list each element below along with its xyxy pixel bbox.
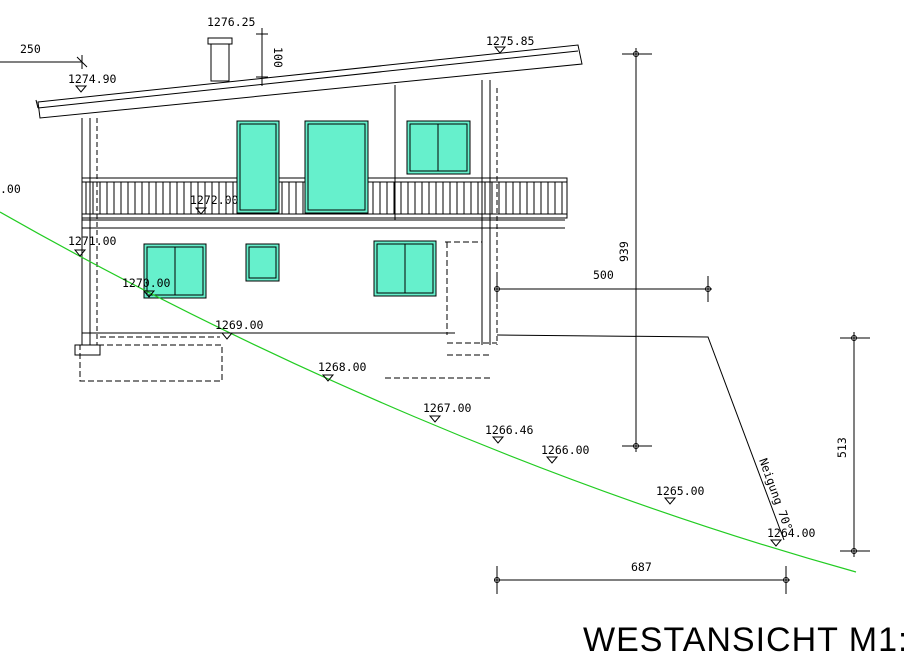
label-elevation-1266: 1266.00 xyxy=(541,443,590,457)
label-elevation-1269: 1269.00 xyxy=(215,318,264,332)
dim-100-line xyxy=(256,28,268,86)
foundation-footing xyxy=(74,344,101,356)
drawing-title: WESTANSICHT M1:100 xyxy=(583,621,904,659)
terrain-line xyxy=(0,211,857,573)
label-dim-500: 500 xyxy=(593,268,614,282)
dim-500-line xyxy=(494,276,712,302)
roof xyxy=(35,44,583,119)
label-cut-elevation: .00 xyxy=(0,182,21,196)
dim-687-line xyxy=(494,566,790,594)
dim-513-line xyxy=(840,332,870,557)
window-upper-1 xyxy=(236,120,280,214)
label-dim-939: 939 xyxy=(617,241,631,262)
window-upper-2 xyxy=(304,120,369,214)
label-elevation-1267: 1267.00 xyxy=(423,401,472,415)
label-elevation-1268: 1268.00 xyxy=(318,360,367,374)
label-chimney-elevation: 1276.25 xyxy=(207,15,255,29)
chimney xyxy=(207,37,233,82)
label-elevation-1266-46: 1266.46 xyxy=(485,423,534,437)
window-upper-3 xyxy=(406,120,471,175)
label-dim-100: 100 xyxy=(271,47,285,68)
label-dim-250: 250 xyxy=(20,42,41,56)
window-lower-1 xyxy=(143,243,207,299)
label-roof-right-elevation: 1275.85 xyxy=(486,34,534,48)
label-elevation-1270: 1270.00 xyxy=(122,276,171,290)
label-roof-left-elevation: 1274.90 xyxy=(68,72,117,86)
foundation-dashed xyxy=(79,241,497,382)
window-lower-3 xyxy=(373,240,437,297)
label-dim-687: 687 xyxy=(631,560,652,574)
label-elevation-1264: 1264.00 xyxy=(767,526,816,540)
label-elevation-1265: 1265.00 xyxy=(656,484,705,498)
label-balcony-elevation: 1272.00 xyxy=(190,193,239,207)
dim-250-line xyxy=(0,55,88,69)
window-lower-2 xyxy=(245,243,280,282)
label-slope: Neigung 70° xyxy=(756,456,795,532)
label-ground-elevation: 1271.00 xyxy=(68,234,117,248)
retaining-wall xyxy=(496,334,785,541)
house-walls xyxy=(81,80,565,345)
elevation-markers xyxy=(73,46,783,547)
dim-939-line xyxy=(622,48,652,452)
label-dim-513: 513 xyxy=(835,437,849,458)
